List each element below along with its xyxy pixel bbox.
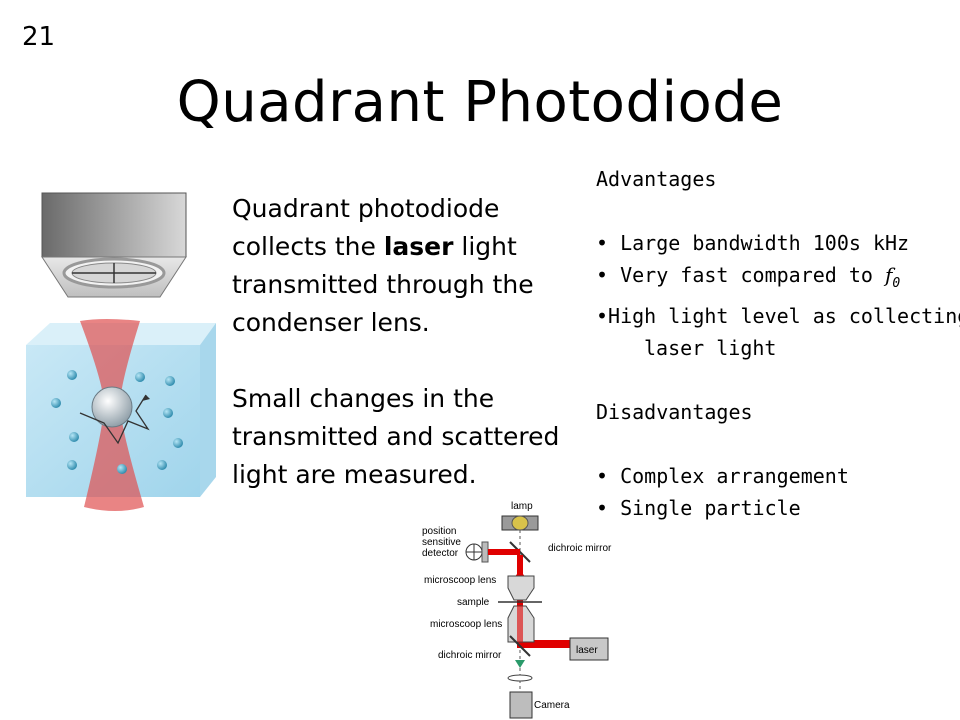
lamp-label: lamp <box>511 501 533 512</box>
dichroic-mirror-bottom <box>509 635 531 657</box>
laser-bold-word: laser <box>383 232 454 261</box>
camera-label: Camera <box>534 700 570 711</box>
pros-cons-list: Advantages • Large bandwidth 100s kHz • … <box>596 163 960 524</box>
main-description: Quadrant photodiode collects the laser l… <box>232 190 592 494</box>
dichroic-mirror-bottom-label: dichroic mirror <box>438 650 502 661</box>
description-paragraph-2: Small changes in the transmitted and sca… <box>232 384 560 489</box>
photodiode-housing <box>41 192 187 298</box>
advantage-item: • Large bandwidth 100s kHz <box>596 231 910 255</box>
trapped-bead <box>91 386 133 428</box>
position-detector-label: position sensitive detector <box>422 526 461 559</box>
microscope-lens-top <box>507 575 535 601</box>
disadvantage-item: • Complex arrangement <box>596 464 849 488</box>
camera-arrow-icon <box>515 660 525 668</box>
description-paragraph-1: Quadrant photodiode collects the laser l… <box>232 194 534 337</box>
disadvantage-item: • Single particle <box>596 496 801 520</box>
advantage-item: • Very fast compared to f0 <box>596 263 901 291</box>
dichroic-mirror-top-label: dichroic mirror <box>548 543 612 554</box>
advantage-item-continued: laser light <box>644 336 777 360</box>
scatter-path <box>79 394 150 445</box>
laser-label: laser <box>576 645 598 656</box>
camera-box <box>509 691 533 719</box>
slide-number: 21 <box>22 22 56 52</box>
microscope-lens-bottom-label: microscoop lens <box>430 619 503 630</box>
lamp-bulb <box>511 515 529 531</box>
particle-dots <box>51 370 183 474</box>
optical-setup-schematic <box>465 515 609 719</box>
page-title: Quadrant Photodiode <box>176 70 784 135</box>
microscope-lens-top-label: microscoop lens <box>424 575 497 586</box>
advantage-item: •High light level as collecting <box>596 304 960 328</box>
laser-box <box>569 637 609 661</box>
photodiode-illustration <box>26 192 216 511</box>
sample-label: sample <box>457 597 490 608</box>
disadvantages-heading: Disadvantages <box>596 400 753 424</box>
advantages-heading: Advantages <box>596 167 717 191</box>
